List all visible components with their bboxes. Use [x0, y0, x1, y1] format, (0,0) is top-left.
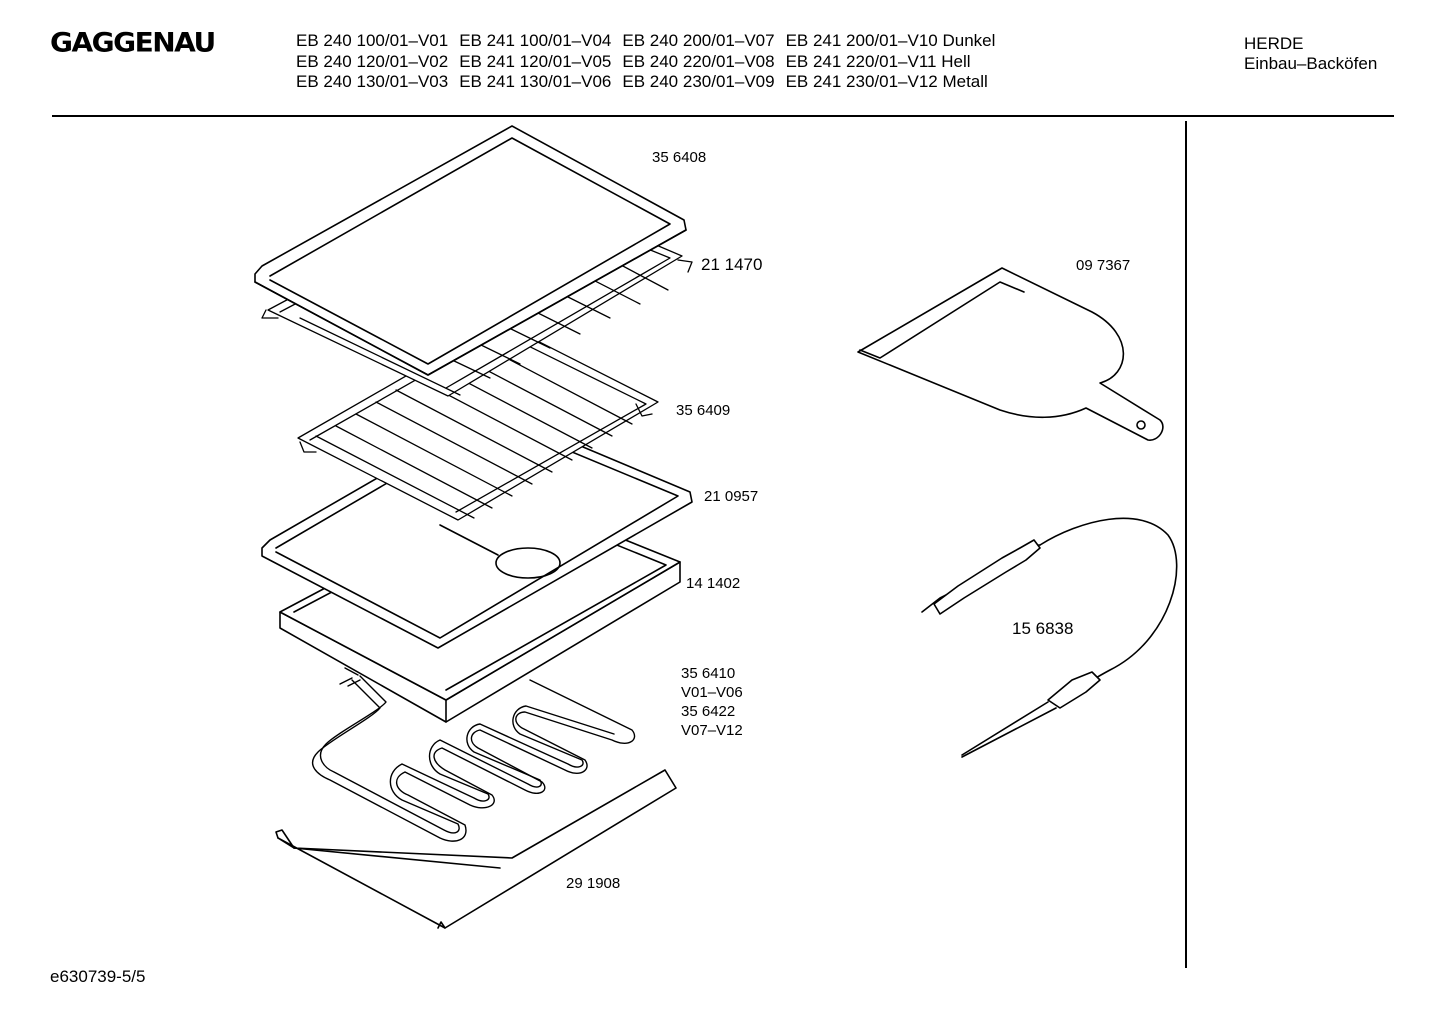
- part-variant-356410: V01–V06: [681, 684, 743, 701]
- top-tray-356408: [254, 125, 687, 376]
- model-code: EB 241 230/01–V12 Metall: [785, 72, 988, 91]
- part-label-097367: 09 7367: [1076, 257, 1131, 274]
- category-block: HERDE Einbau–Backöfen: [1244, 34, 1377, 74]
- part-label-210957: 21 0957: [704, 488, 759, 505]
- part-label-211470: 21 1470: [701, 255, 763, 274]
- part-variant-356422: V07–V12: [681, 722, 743, 739]
- heating-element-356410: [312, 667, 636, 842]
- part-label-356422: 35 6422: [681, 703, 736, 720]
- category-title: HERDE: [1244, 34, 1304, 53]
- model-code: EB 241 130/01–V06: [459, 72, 612, 91]
- model-code: EB 240 130/01–V03: [296, 72, 449, 91]
- part-label-291908: 29 1908: [566, 875, 621, 892]
- temperature-probe-156838: [921, 517, 1178, 758]
- document-id: e630739-5/5: [50, 967, 146, 986]
- part-label-156838: 15 6838: [1012, 619, 1074, 638]
- bottom-panel-291908: [275, 769, 677, 929]
- model-row-1: EB 240 100/01–V01 EB 241 100/01–V04 EB 240…: [296, 31, 1006, 52]
- model-row-3: EB 240 130/01–V03 EB 241 130/01–V06 EB 240…: [296, 72, 1006, 93]
- part-label-356409: 35 6409: [676, 402, 731, 419]
- model-code: EB 240 100/01–V01: [296, 31, 449, 50]
- model-row-2: EB 240 120/01–V02 EB 241 120/01–V05 EB 240…: [296, 52, 1006, 73]
- part-label-141402: 14 1402: [686, 575, 741, 592]
- column-divider: [1185, 121, 1187, 968]
- pizza-paddle-097367: [857, 267, 1164, 441]
- model-code: EB 241 100/01–V04: [459, 31, 612, 50]
- part-label-356410: 35 6410: [681, 665, 736, 682]
- category-subtitle: Einbau–Backöfen: [1244, 54, 1378, 73]
- header-divider: [52, 115, 1394, 117]
- model-list: EB 240 100/01–V01 EB 241 100/01–V04 EB 240…: [296, 31, 1006, 93]
- model-code: EB 241 120/01–V05: [459, 51, 612, 71]
- model-code: EB 241 220/01–V11 Hell: [785, 51, 971, 71]
- part-label-356408: 35 6408: [652, 149, 707, 166]
- gaggenau-logo: GAGGENAU: [50, 26, 216, 59]
- model-code: EB 240 120/01–V02: [296, 51, 449, 71]
- model-code: EB 240 230/01–V09: [622, 72, 775, 91]
- model-code: EB 240 220/01–V08: [622, 51, 775, 71]
- part-label-heating-elements: 35 6410 V01–V06 35 6422 V07–V12: [681, 664, 743, 740]
- model-code: EB 241 200/01–V10 Dunkel: [785, 31, 996, 50]
- model-code: EB 240 200/01–V07: [622, 31, 775, 50]
